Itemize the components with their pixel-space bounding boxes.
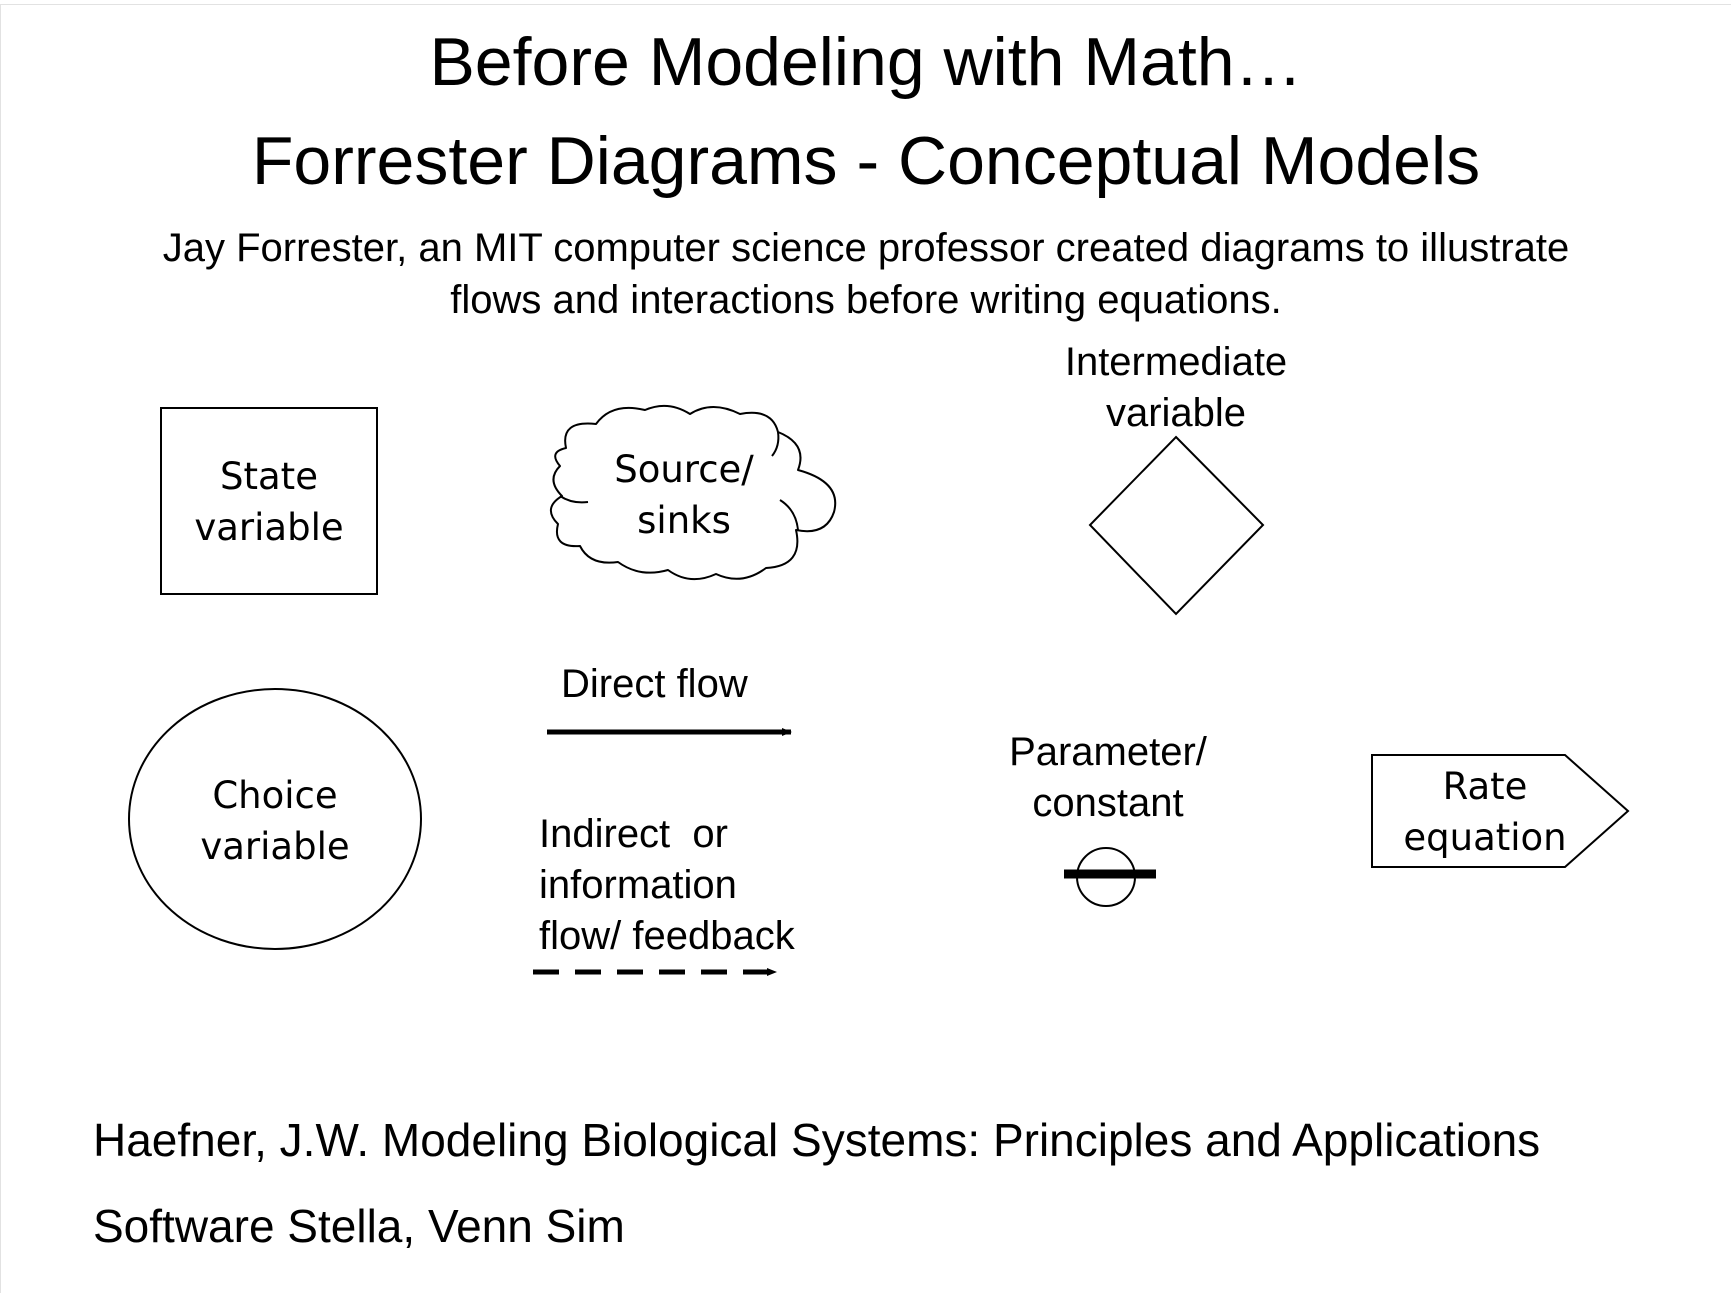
cloud-curl-left <box>559 495 589 504</box>
source-sink-line-1: Source/ <box>614 448 754 491</box>
parameter-constant-line-1: Parameter/ <box>1009 730 1207 774</box>
source-sink-cloud <box>550 404 837 581</box>
indirect-flow-line-1: Indirect or <box>539 812 728 856</box>
parameter-constant-label: Parameter/ constant <box>958 727 1258 829</box>
indirect-flow-line-3: flow/ feedback <box>539 914 795 958</box>
state-variable-label: State variable <box>161 451 377 553</box>
direct-flow-label: Direct flow <box>561 662 748 706</box>
choice-variable-line-2: variable <box>200 825 350 868</box>
indirect-flow-line-2: information <box>539 863 737 907</box>
choice-variable-ellipse <box>128 688 422 950</box>
book-reference: Haefner, J.W. Modeling Biological System… <box>93 1114 1541 1166</box>
rate-equation-shape <box>1371 754 1630 868</box>
rate-equation-label: Rate equation <box>1385 761 1585 863</box>
source-sink-line-2: sinks <box>637 499 731 542</box>
slide-frame <box>0 4 1731 1293</box>
state-variable-box <box>160 407 378 595</box>
source-sink-label: Source/ sinks <box>584 444 784 546</box>
parameter-constant-line-2: constant <box>1032 781 1184 825</box>
state-variable-line-1: State <box>220 455 318 498</box>
software-reference: Software Stella, Venn Sim <box>93 1200 625 1252</box>
slide-title: Before Modeling with Math… <box>429 24 1303 100</box>
slide-heading: Forrester Diagrams - Conceptual Models <box>251 123 1481 199</box>
rate-equation-line-2: equation <box>1403 816 1567 859</box>
intro-text: Jay Forrester, an MIT computer science p… <box>0 222 1732 326</box>
state-variable-line-2: variable <box>194 506 344 549</box>
rate-equation-line-1: Rate <box>1442 765 1528 808</box>
intermediate-variable-line-2: variable <box>1105 391 1247 435</box>
choice-variable-line-1: Choice <box>212 774 338 817</box>
cloud-curl-bottom <box>779 499 799 531</box>
choice-variable-label: Choice variable <box>175 770 375 872</box>
intermediate-variable-label: Intermediate variable <box>1026 337 1326 439</box>
intro-line-2: flows and interactions before writing eq… <box>450 278 1282 322</box>
intermediate-variable-diamond <box>1088 435 1265 616</box>
intro-line-1: Jay Forrester, an MIT computer science p… <box>162 226 1570 270</box>
intermediate-variable-line-1: Intermediate <box>1064 340 1288 384</box>
cloud-curl-right <box>771 431 780 457</box>
indirect-flow-label: Indirect or information flow/ feedback <box>539 809 795 962</box>
